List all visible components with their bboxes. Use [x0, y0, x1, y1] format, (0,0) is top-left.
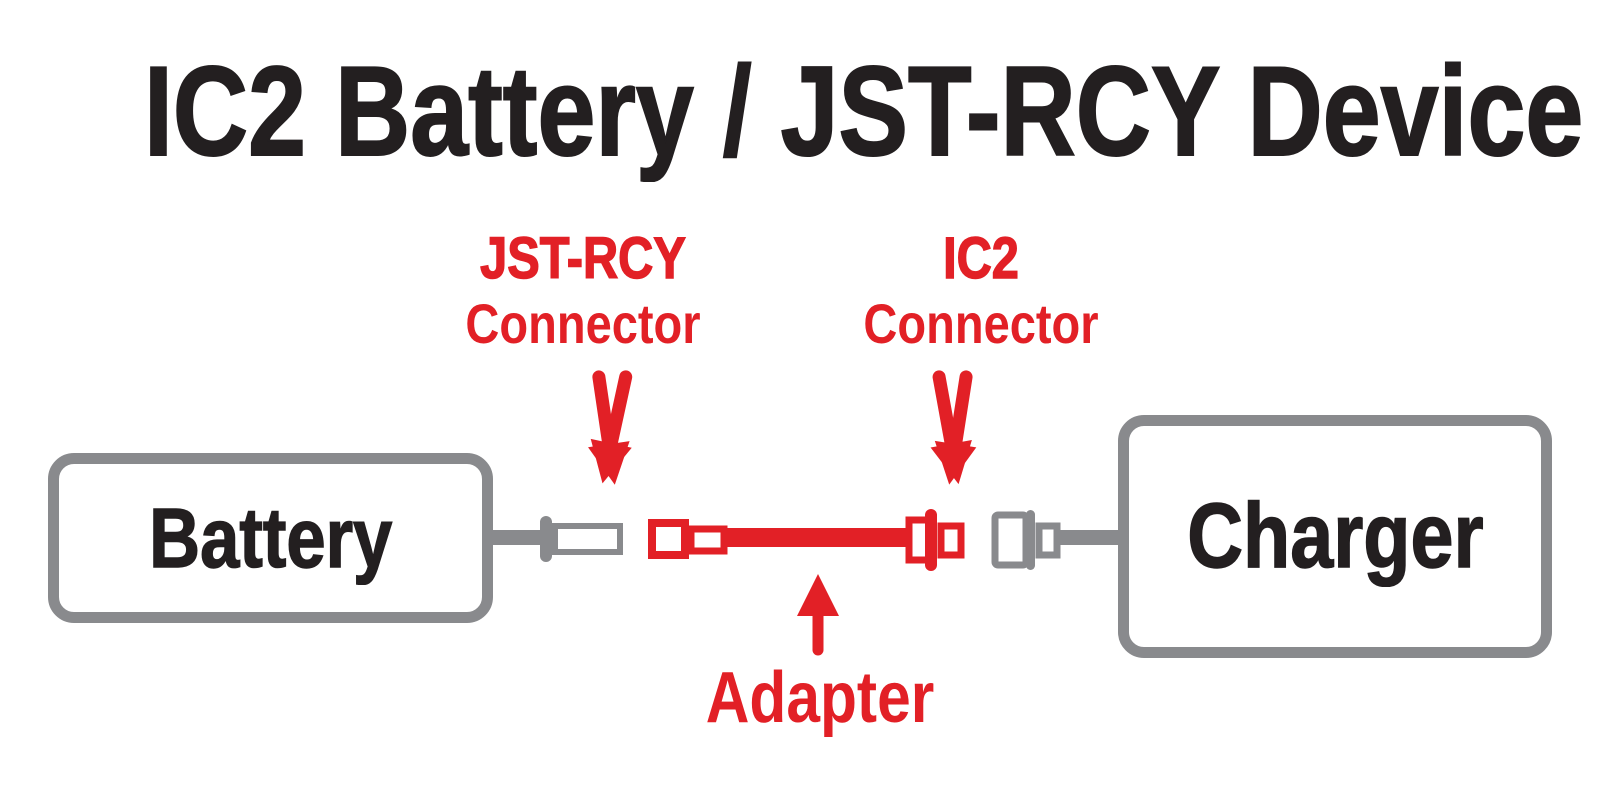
adapter-cable [724, 528, 908, 547]
battery-box: Battery [48, 453, 493, 623]
battery-wire [488, 530, 546, 545]
down-arrow-icon [590, 370, 633, 484]
jst-male-connector [540, 516, 623, 562]
ic2-connector-callout-name: IC2 [942, 226, 1019, 291]
page-title: IC2 Battery / JST-RCY Device [143, 40, 1584, 182]
jst-rcy-connector-callout-name: JST-RCY [479, 226, 686, 291]
ic2-connector-callout-word: Connector [863, 292, 1099, 355]
up-arrow-icon [797, 574, 839, 656]
adapter-callout: Adapter [705, 658, 935, 738]
jst-rcy-connector-callout-word: Connector [465, 292, 701, 355]
down-arrow-icon [934, 370, 977, 485]
jst-female-connector [648, 519, 728, 559]
charger-wire [1056, 530, 1126, 545]
charger-label: Charger [1186, 484, 1484, 588]
charger-box: Charger [1118, 415, 1552, 658]
jst-rcy-connector-callout: JST-RCY Connector [449, 226, 718, 355]
ic2-connector-callout: IC2 Connector [847, 226, 1116, 355]
ic2-female-connector [991, 510, 1061, 570]
ic2-male-connector [905, 509, 965, 571]
battery-label: Battery [148, 490, 393, 586]
